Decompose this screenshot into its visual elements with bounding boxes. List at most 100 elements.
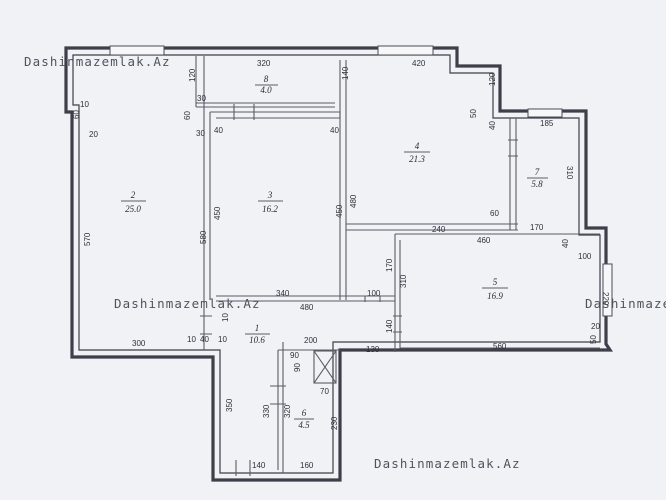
dim-label: 90 <box>293 363 302 372</box>
room-label-4: 4 21.3 <box>404 141 430 164</box>
wall-room8-bottom <box>196 102 335 108</box>
dim-label: 40 <box>561 239 570 248</box>
dim-label: 229 <box>601 292 610 306</box>
door-room5 <box>393 315 402 333</box>
outer-wall <box>64 46 613 482</box>
svg-text:10.6: 10.6 <box>249 335 265 345</box>
dim-label: 350 <box>225 398 234 412</box>
dim-label: 60 <box>72 110 81 119</box>
dim-label: 120 <box>188 68 197 82</box>
watermark-right: Dashinmazemlak.Az <box>585 296 666 311</box>
dim-label: 130 <box>366 345 380 354</box>
dim-label: 20 <box>591 322 600 331</box>
svg-text:21.3: 21.3 <box>409 154 425 164</box>
dim-label: 480 <box>349 194 358 208</box>
svg-text:5: 5 <box>493 277 498 287</box>
dim-label: 450 <box>213 206 222 220</box>
dim-label: 20 <box>89 130 98 139</box>
dim-label: 60 <box>490 209 499 218</box>
svg-text:4: 4 <box>415 141 420 151</box>
dim-label: 480 <box>300 303 314 312</box>
room-label-8: 8 4.0 <box>255 74 278 95</box>
dim-label: 240 <box>432 225 446 234</box>
room-label-7: 7 5.8 <box>527 167 548 189</box>
svg-text:3: 3 <box>267 190 273 200</box>
dim-label: 230 <box>330 416 339 430</box>
svg-text:16.2: 16.2 <box>262 204 278 214</box>
dim-label: 100 <box>578 252 592 261</box>
dim-label: 10 <box>221 313 230 322</box>
window-room4 <box>377 45 434 56</box>
door-room6 <box>270 385 286 405</box>
door-room4 <box>364 296 381 302</box>
dim-label: 320 <box>283 404 292 418</box>
dim-label: 140 <box>341 66 350 80</box>
dim-label: 310 <box>399 274 408 288</box>
svg-text:2: 2 <box>131 190 136 200</box>
dim-label: 10 <box>218 335 227 344</box>
window-room2 <box>109 45 165 56</box>
wall-room3-top <box>210 111 341 119</box>
dim-label: 185 <box>540 119 554 128</box>
dim-label: 320 <box>257 59 271 68</box>
dimension-labels: 320 120 30 60 30 40 40 420 140 120 50 40… <box>72 59 610 470</box>
dim-label: 70 <box>320 387 329 396</box>
svg-text:8: 8 <box>264 74 269 84</box>
dim-label: 50 <box>589 335 598 344</box>
dim-label: 40 <box>200 335 209 344</box>
dim-label: 170 <box>385 258 394 272</box>
dim-label: 10 <box>80 100 89 109</box>
dim-label: 450 <box>335 204 344 218</box>
dim-label: 580 <box>199 230 208 244</box>
dim-label: 340 <box>276 289 290 298</box>
svg-text:6: 6 <box>302 408 307 418</box>
dim-label: 300 <box>132 339 146 348</box>
dim-label: 60 <box>183 111 192 120</box>
dim-label: 140 <box>252 461 266 470</box>
dim-label: 560 <box>493 342 507 351</box>
svg-text:16.9: 16.9 <box>487 291 503 301</box>
door-room2 <box>200 315 212 335</box>
dim-label: 330 <box>262 404 271 418</box>
room-label-2: 2 25.0 <box>121 190 146 214</box>
wall-room7-left <box>509 118 517 230</box>
wall-room4-bottom <box>346 223 518 231</box>
dim-label: 200 <box>304 336 318 345</box>
svg-text:1: 1 <box>255 323 260 333</box>
room-label-5: 5 16.9 <box>482 277 508 301</box>
wall-room2-right <box>203 56 211 350</box>
svg-text:5.8: 5.8 <box>531 179 543 189</box>
dim-label: 140 <box>385 319 394 333</box>
window-room7 <box>527 108 563 118</box>
dim-label: 570 <box>83 232 92 246</box>
door-room7 <box>508 139 518 157</box>
dim-label: 170 <box>530 223 544 232</box>
dim-label: 100 <box>367 289 381 298</box>
watermark-middle: Dashinmazemlak.Az <box>114 296 261 311</box>
dim-label: 90 <box>290 351 299 360</box>
dim-label: 30 <box>197 94 206 103</box>
shaft <box>313 350 337 384</box>
dim-label: 30 <box>196 129 205 138</box>
door-room3 <box>233 104 255 120</box>
room-label-6: 6 4.5 <box>294 408 314 430</box>
window-room5 <box>602 263 613 317</box>
dim-label: 10 <box>187 335 196 344</box>
dim-label: 50 <box>469 109 478 118</box>
dim-label: 120 <box>488 72 497 86</box>
svg-text:25.0: 25.0 <box>125 204 141 214</box>
svg-text:7: 7 <box>535 167 540 177</box>
dim-label: 40 <box>488 121 497 130</box>
watermark-bottom: Dashinmazemlak.Az <box>374 456 521 471</box>
svg-text:4.5: 4.5 <box>298 420 310 430</box>
watermark-top-left: Dashinmazemlak.Az <box>24 54 171 69</box>
room-label-3: 3 16.2 <box>258 190 283 214</box>
shaft-cross <box>313 350 337 384</box>
wall-corridor-right <box>277 342 340 473</box>
door-entrance <box>235 460 251 476</box>
room-label-1: 1 10.6 <box>245 323 270 345</box>
dim-label: 460 <box>477 236 491 245</box>
wall-room3-right <box>339 60 347 300</box>
dim-label: 310 <box>565 166 574 180</box>
